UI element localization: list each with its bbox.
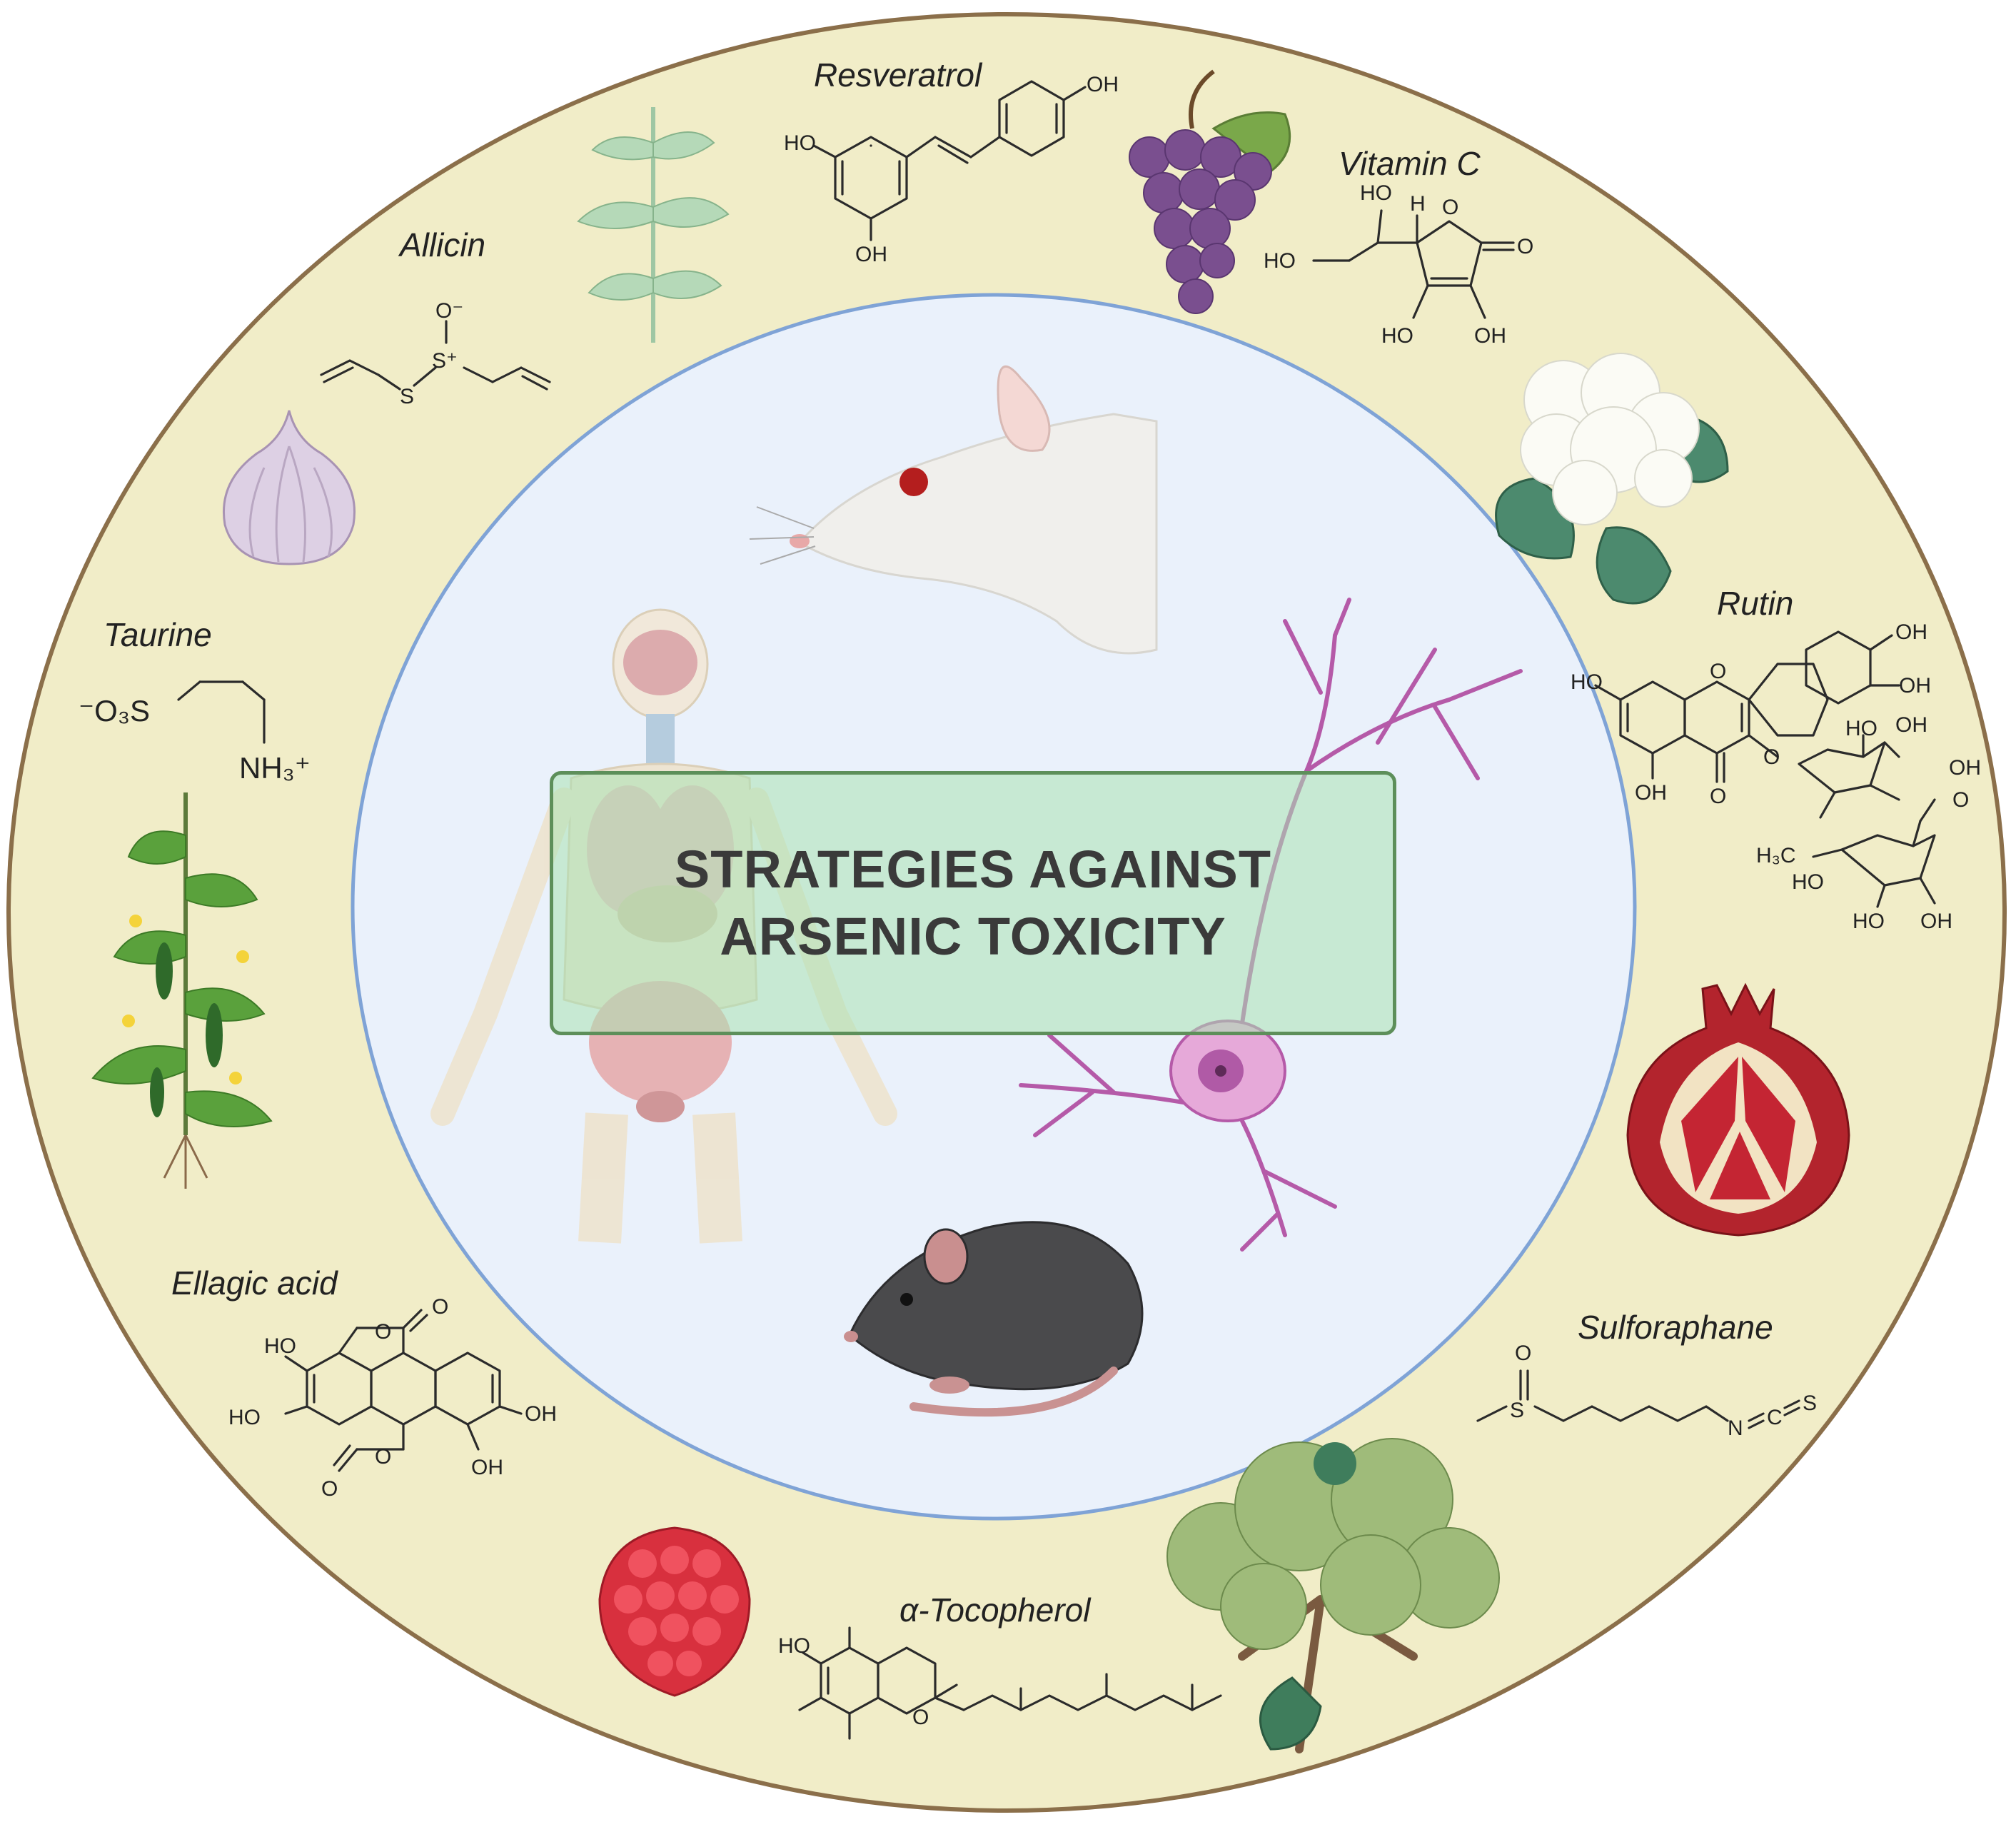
atom-o: O <box>1710 785 1726 808</box>
broccoli-icon <box>1166 1438 1500 1753</box>
label-resveratrol: Resveratrol <box>814 56 982 94</box>
label-sulforaphane: Sulforaphane <box>1578 1309 1773 1346</box>
atom-s: S <box>400 385 414 408</box>
garlic-icon <box>222 410 356 565</box>
atom-o: O <box>432 1295 448 1319</box>
atom-oh: OH <box>1895 713 1927 737</box>
atom-o: O <box>1515 1342 1531 1365</box>
structure-vitamin-c: HO HO H O O HO OH <box>1264 181 1533 348</box>
atom-oh: OH <box>1895 620 1927 644</box>
atom-o: O <box>912 1706 929 1729</box>
atom-oh: OH <box>1899 674 1931 698</box>
structure-ellagic-acid: HO HO O O OH O O OH <box>228 1295 557 1501</box>
atom-ho: HO <box>1792 870 1824 894</box>
atom-oh: OH <box>525 1402 557 1426</box>
atom-o: O <box>375 1445 391 1469</box>
label-vitamin-c: Vitamin C <box>1339 145 1481 182</box>
atom-oh: OH <box>1087 73 1119 96</box>
structure-rutin: HO OH O O OH OH O HO OH OH O H₃C HO HO O… <box>1571 620 1981 933</box>
atom-ho: HO <box>778 1634 810 1658</box>
atom-s-plus: S⁺ <box>432 349 458 373</box>
atom-ho: HO <box>264 1334 296 1358</box>
label-allicin: Allicin <box>400 226 486 263</box>
atom-c: C <box>1767 1406 1783 1429</box>
atom-o: O <box>321 1477 338 1501</box>
raspberry-icon <box>598 1526 751 1697</box>
pomegranate-icon <box>1626 982 1850 1237</box>
atom-oh: OH <box>1635 781 1667 805</box>
atom-nh3: NH₃⁺ <box>239 751 311 785</box>
atom-o-minus: O⁻ <box>435 299 463 323</box>
atom-o: O <box>375 1320 391 1344</box>
structure-sulforaphane: S O N C S <box>1476 1342 1817 1440</box>
atom-o: O <box>1763 745 1780 769</box>
atom-oh: OH <box>1920 910 1952 933</box>
structure-resveratrol: HO OH OH <box>784 73 1119 266</box>
structure-taurine: ⁻O₃S NH₃⁺ <box>79 680 311 785</box>
title-line-1: STRATEGIES AGAINST <box>674 840 1272 899</box>
atom-oh: OH <box>855 243 887 266</box>
atom-o: O <box>1517 235 1533 258</box>
atom-oh: HO <box>784 131 816 155</box>
structure-tocopherol: HO O <box>778 1626 1222 1740</box>
atom-ho: HO <box>1845 717 1878 740</box>
rat-icon <box>749 365 1158 655</box>
atom-o: O <box>1710 660 1726 683</box>
atom-h3c: H₃C <box>1756 844 1796 867</box>
atom-oh: OH <box>1474 324 1506 348</box>
atom-ho: HO <box>1360 181 1392 205</box>
title-line-2: ARSENIC TOXICITY <box>720 907 1226 966</box>
structure-allicin: S S⁺ O⁻ <box>320 299 551 408</box>
atom-ho: HO <box>1264 249 1296 273</box>
atom-ho: HO <box>228 1406 261 1429</box>
atom-o: O <box>1442 196 1458 219</box>
label-ellagic-acid: Ellagic acid <box>171 1264 338 1302</box>
atom-ho: HO <box>1381 324 1413 348</box>
label-tocopherol: α-Tocopherol <box>899 1591 1091 1629</box>
atom-s: S <box>1803 1391 1817 1415</box>
grape-icon <box>1129 69 1291 314</box>
atom-s: S <box>1510 1399 1524 1422</box>
label-rutin: Rutin <box>1717 585 1794 622</box>
atom-o3s: ⁻O₃S <box>79 694 150 728</box>
mouse-icon <box>844 1221 1144 1417</box>
title-box: STRATEGIES AGAINST ARSENIC TOXICITY <box>550 771 1396 1035</box>
wormwood-plant-icon <box>577 107 730 343</box>
atom-oh: OH <box>471 1456 503 1479</box>
atom-o: O <box>1952 788 1969 812</box>
cucumber-plant-icon <box>91 792 273 1189</box>
atom-ho: HO <box>1571 670 1603 694</box>
atom-ho: HO <box>1853 910 1885 933</box>
atom-h: H <box>1410 192 1426 216</box>
label-taurine: Taurine <box>104 616 212 653</box>
cauliflower-icon <box>1495 353 1729 605</box>
neuron-icon <box>1019 598 1523 1252</box>
atom-n: N <box>1728 1416 1743 1440</box>
atom-oh: OH <box>1949 756 1981 780</box>
